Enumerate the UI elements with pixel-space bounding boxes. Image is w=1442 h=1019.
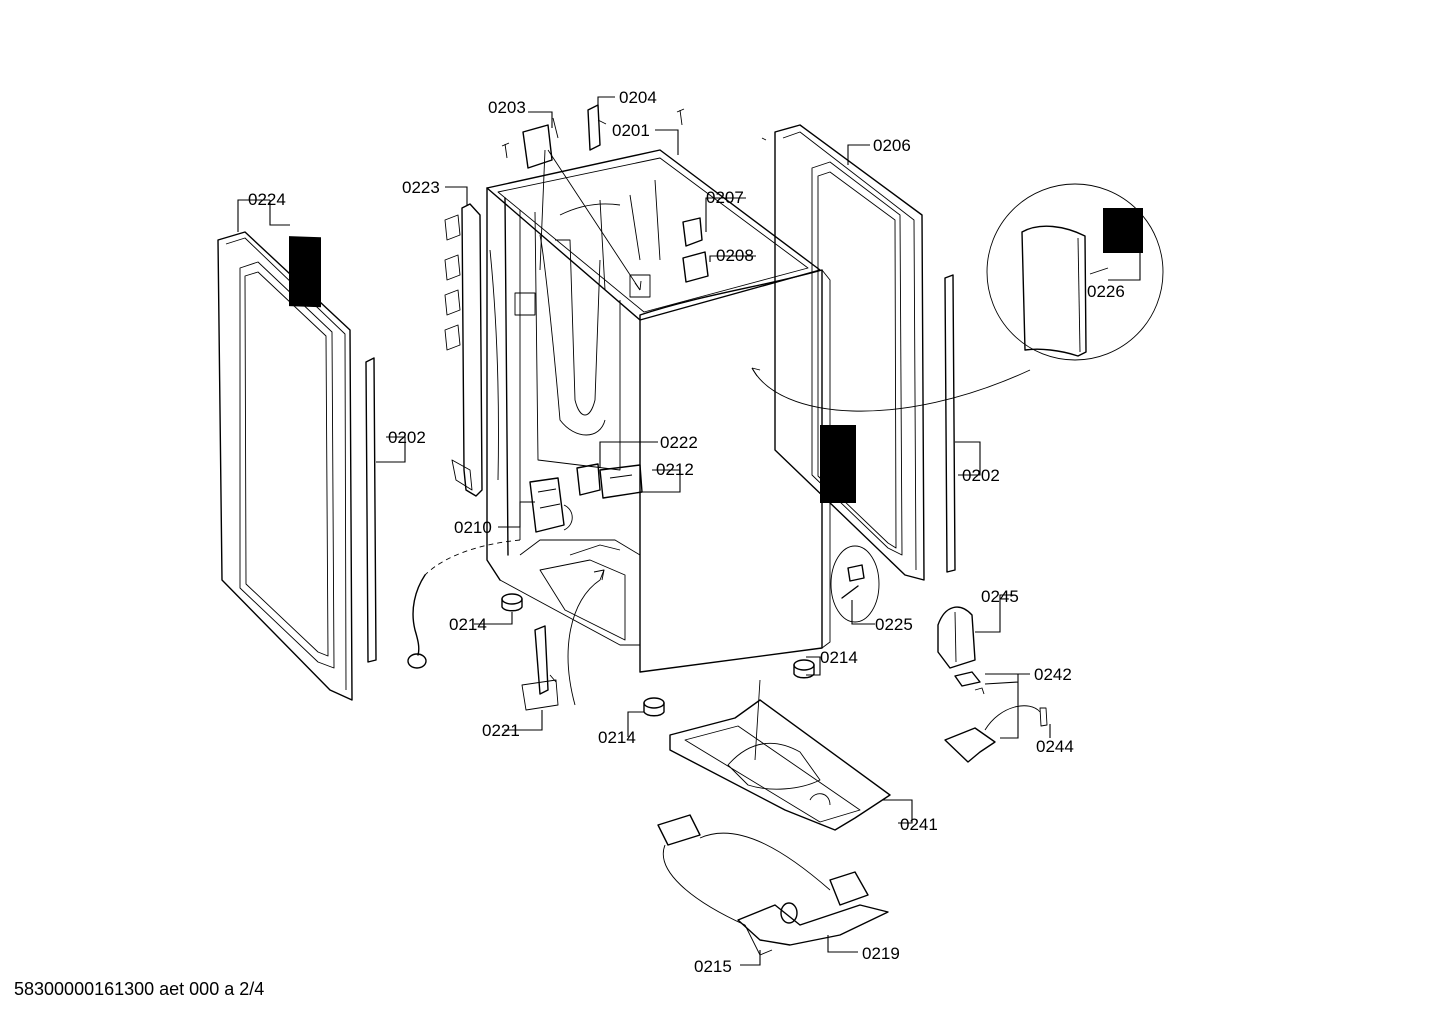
hinge-0208 bbox=[682, 251, 709, 283]
cabinet-frame bbox=[486, 149, 821, 660]
label-0245: 0245 bbox=[981, 587, 1019, 606]
label-0214-right: 0214 bbox=[820, 648, 858, 667]
foot-0214-right bbox=[793, 659, 815, 679]
label-sticker-left bbox=[289, 236, 321, 308]
label-0242: 0242 bbox=[1034, 665, 1072, 684]
label-0223: 0223 bbox=[402, 178, 440, 197]
part-0225 bbox=[830, 545, 880, 623]
label-0241: 0241 bbox=[900, 815, 938, 834]
label-0210: 0210 bbox=[454, 518, 492, 537]
bottom-frame-0219 bbox=[657, 814, 889, 956]
label-0222: 0222 bbox=[660, 433, 698, 452]
label-0204: 0204 bbox=[619, 88, 657, 107]
foot-0214-left bbox=[501, 593, 523, 612]
part-0242 bbox=[954, 671, 985, 695]
label-0203: 0203 bbox=[488, 98, 526, 117]
label-0214-left: 0214 bbox=[449, 615, 487, 634]
cover-bracket-0203 bbox=[501, 117, 559, 169]
label-0226: 0226 bbox=[1087, 282, 1125, 301]
left-side-panel bbox=[217, 231, 353, 701]
clip-0204 bbox=[587, 104, 685, 151]
label-0224: 0224 bbox=[248, 190, 286, 209]
label-0202-right: 0202 bbox=[962, 466, 1000, 485]
label-0214-bottom: 0214 bbox=[598, 728, 636, 747]
part-labels: 0203 0204 0201 0206 0223 0207 0224 0208 … bbox=[248, 88, 1125, 976]
gasket-strip-right bbox=[944, 274, 956, 573]
hinge-0207 bbox=[682, 217, 703, 247]
detail-callout-circle bbox=[986, 183, 1164, 361]
right-side-panel bbox=[761, 124, 925, 581]
label-0215: 0215 bbox=[694, 957, 732, 976]
document-footer-code: 58300000161300 aet 000 a 2/4 bbox=[14, 979, 265, 999]
label-0202-left: 0202 bbox=[388, 428, 426, 447]
label-0207: 0207 bbox=[706, 188, 744, 207]
label-0221: 0221 bbox=[482, 721, 520, 740]
label-0208: 0208 bbox=[716, 246, 754, 265]
lock-0212 bbox=[599, 464, 643, 499]
label-0225: 0225 bbox=[875, 615, 913, 634]
base-plate-0241 bbox=[669, 679, 891, 831]
part-0244 bbox=[944, 705, 1048, 763]
gasket-strip-left bbox=[365, 357, 377, 663]
assembly-arrows bbox=[539, 149, 1031, 706]
power-cord bbox=[407, 539, 521, 669]
motor-0210 bbox=[529, 477, 573, 533]
label-0244: 0244 bbox=[1036, 737, 1074, 756]
label-0206: 0206 bbox=[873, 136, 911, 155]
label-0219: 0219 bbox=[862, 944, 900, 963]
leader-lines bbox=[237, 96, 1141, 966]
pump-0221 bbox=[521, 625, 559, 711]
switch-0222 bbox=[576, 463, 601, 496]
label-sticker-front bbox=[820, 425, 856, 503]
label-0201: 0201 bbox=[612, 121, 650, 140]
label-0212: 0212 bbox=[656, 460, 694, 479]
cover-0245 bbox=[937, 606, 976, 669]
foot-0214-bottom bbox=[643, 697, 665, 717]
side-strip bbox=[444, 203, 499, 497]
